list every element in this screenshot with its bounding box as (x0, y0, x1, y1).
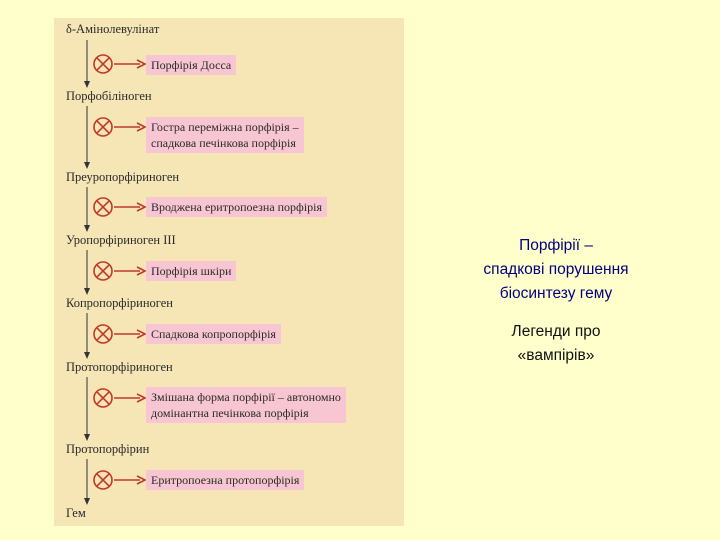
inhibition-circle-icon (93, 197, 113, 217)
pathway-arrowhead (84, 225, 90, 232)
inhibition-arrowhead (136, 59, 147, 69)
step-aminolevulinate: δ-Амінолевулінат (66, 22, 160, 36)
inhibition-cross-icon (96, 120, 110, 134)
side-note: Легенди про «вампірів» (511, 323, 601, 364)
inhibition-cross-icon (96, 264, 110, 278)
step-porphobilinogen: Порфобіліноген (66, 89, 152, 103)
step-coproporphyrinogen: Копропорфіриноген (66, 296, 173, 310)
pathway-arrowhead (84, 288, 90, 295)
pathway-arrowhead (84, 162, 90, 169)
inhibition-circle-icon (93, 117, 113, 137)
inhibition-circle-icon (93, 470, 113, 490)
disorder-label: Еритропоезна протопорфірія (151, 473, 300, 487)
step-preuroporphyrinogen: Преуропорфіриноген (66, 170, 180, 184)
pathway-arrowhead (84, 434, 90, 441)
inhibition-cross-icon (96, 327, 110, 341)
inhibition-arrowhead (136, 266, 147, 276)
side-title: Порфірії – спадкові порушення біосинтезу… (483, 237, 629, 302)
inhibition-arrowhead (136, 329, 147, 339)
step-uroporphyrinogen: Уропорфіриноген III (66, 233, 176, 247)
inhibition-cross-icon (96, 200, 110, 214)
inhibition-cross-icon (96, 57, 110, 71)
disorder-box: Еритропоезна протопорфірія (146, 470, 305, 490)
disorder-label: Спадкова копропорфірія (151, 327, 276, 341)
inhibition-cross-icon (96, 391, 110, 405)
inhibition-circle-icon (93, 261, 113, 281)
pathway-arrowhead (84, 81, 90, 88)
disorder-label: Порфірія Досса (151, 58, 232, 72)
disorder-box: Вроджена еритропоезна порфірія (146, 197, 328, 217)
disorder-box: Порфірія шкіри (146, 261, 237, 281)
disorder-box: Спадкова копропорфірія (146, 324, 281, 344)
inhibition-circle-icon (93, 324, 113, 344)
step-protoporphyrinogen: Протопорфіриноген (66, 360, 173, 374)
disorder-label: Гостра переміжна порфірія – спадкова печ… (151, 120, 299, 150)
pathway-arrowhead (84, 498, 90, 505)
disorder-label: Вроджена еритропоезна порфірія (151, 200, 323, 214)
inhibition-arrowhead (136, 202, 147, 212)
inhibition-arrowhead (136, 475, 147, 485)
pathway-arrowhead (84, 352, 90, 359)
disorder-label: Порфірія шкіри (151, 264, 232, 278)
inhibition-circle-icon (93, 54, 113, 74)
inhibition-cross-icon (96, 473, 110, 487)
inhibition-circle-icon (93, 388, 113, 408)
inhibition-arrowhead (136, 393, 147, 403)
disorder-box: Гостра переміжна порфірія – спадкова печ… (146, 117, 304, 153)
step-protoporphyrin: Протопорфірин (66, 442, 150, 456)
inhibition-arrowhead (136, 122, 147, 132)
step-heme: Гем (66, 506, 86, 520)
disorder-label: Змішана форма порфірії – автономно домін… (151, 390, 341, 420)
disorder-box: Змішана форма порфірії – автономно домін… (146, 387, 346, 423)
disorder-box: Порфірія Досса (146, 55, 237, 75)
